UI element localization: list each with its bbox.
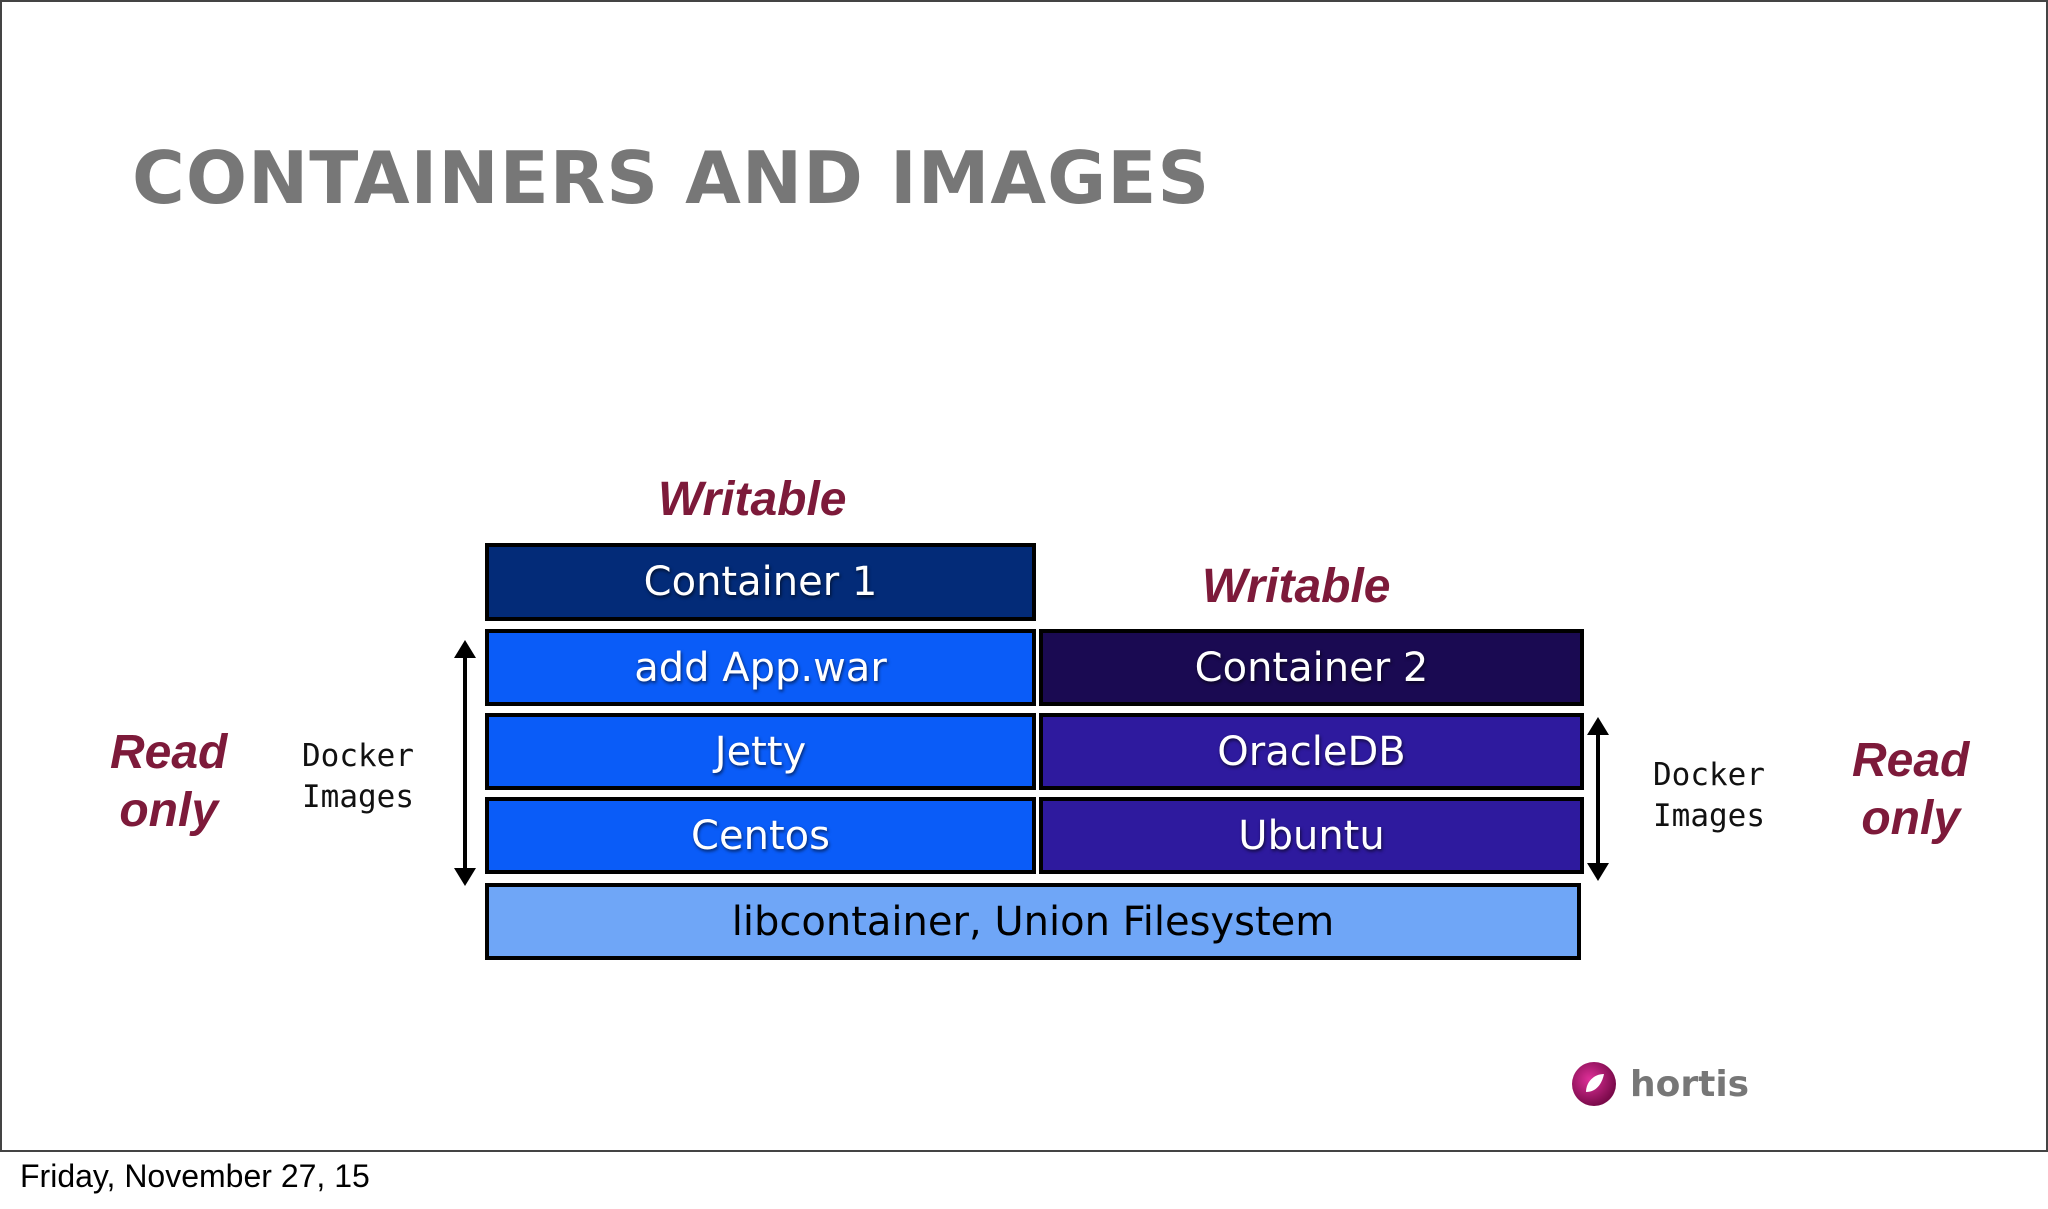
read-only-left-line-1: Read: [110, 726, 228, 779]
read-only-right-line-2: only: [1861, 792, 1961, 845]
writable-label-right: Writable: [1202, 560, 1391, 613]
double-arrow-right: [1587, 717, 1609, 881]
layer-container-2: Container 2: [1039, 629, 1584, 706]
docker-images-left-line-1: Docker: [302, 738, 414, 774]
layer-oracledb: OracleDB: [1039, 713, 1584, 790]
hortis-logo: hortis: [1570, 1060, 1749, 1108]
read-only-label-right: Read only: [1852, 732, 1969, 848]
read-only-left-line-2: only: [119, 784, 219, 837]
slide-frame: CONTAINERS AND IMAGES Writable Writable …: [0, 0, 2048, 1152]
docker-images-left-line-2: Images: [302, 779, 414, 815]
layer-ubuntu: Ubuntu: [1039, 797, 1584, 874]
docker-images-label-right: Docker Images: [1653, 755, 1765, 837]
layer-add-app-war: add App.war: [485, 629, 1036, 706]
double-arrow-left: [454, 640, 476, 886]
docker-images-right-line-2: Images: [1653, 798, 1765, 834]
hortis-logo-icon: [1572, 1062, 1616, 1106]
docker-images-right-line-1: Docker: [1653, 757, 1765, 793]
slide-title: CONTAINERS AND IMAGES: [132, 136, 1211, 220]
read-only-right-line-1: Read: [1852, 734, 1970, 787]
footer-date: Friday, November 27, 15: [20, 1158, 370, 1194]
layer-container-1: Container 1: [485, 543, 1036, 621]
hortis-logo-text: hortis: [1630, 1063, 1750, 1105]
read-only-label-left: Read only: [110, 724, 227, 840]
layer-jetty: Jetty: [485, 713, 1036, 790]
layer-base: libcontainer, Union Filesystem: [485, 883, 1581, 960]
layer-centos: Centos: [485, 797, 1036, 874]
docker-images-label-left: Docker Images: [302, 736, 414, 818]
writable-label-left: Writable: [658, 473, 847, 526]
